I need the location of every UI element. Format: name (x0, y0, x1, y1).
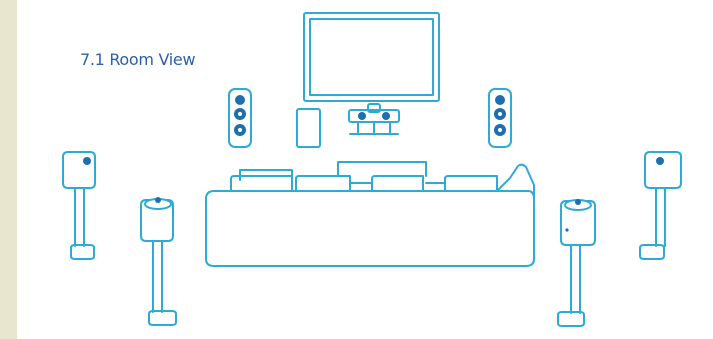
front-left-speaker (229, 89, 251, 147)
subwoofer (297, 109, 320, 147)
front-right-speaker (489, 89, 511, 147)
rear-right-speaker (558, 199, 595, 326)
side-right-speaker (640, 152, 681, 259)
tv (304, 13, 439, 101)
center-speaker (349, 104, 399, 134)
side-left-speaker (63, 152, 95, 259)
sofa (206, 162, 534, 266)
rear-left-speaker (141, 197, 176, 325)
